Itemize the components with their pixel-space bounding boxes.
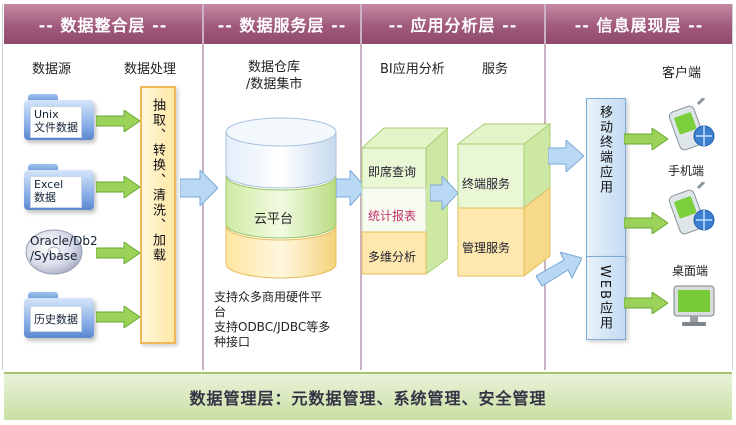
web-app-panel: WEB应用: [586, 256, 626, 340]
history-folder-icon: 历史数据: [24, 292, 98, 340]
arrow-right-icon: [96, 306, 140, 328]
arrow-right-icon: [548, 140, 584, 172]
client-label: 客户端: [662, 62, 701, 81]
unix-folder-icon: Unix 文件数据: [24, 94, 98, 142]
source-history-line1: 历史数据: [34, 313, 78, 326]
bi-item-adhoc-query: 即席查询: [368, 163, 416, 180]
header-presentation: -- 信息展现层 --: [546, 4, 732, 44]
bi-item-olap: 多维分析: [368, 248, 416, 265]
mobile-app-panel: 移动终端应用: [586, 98, 626, 258]
desktop-monitor-icon: [670, 284, 718, 328]
source-excel-line1: Excel: [34, 178, 78, 191]
divider: [2, 4, 3, 370]
etl-process-text: 抽取、转换、清洗、加载: [148, 98, 167, 263]
source-oracle-line2: /Sybase: [30, 249, 98, 264]
bi-item-statistical-report: 统计报表: [368, 207, 416, 224]
source-unix-line2: 文件数据: [34, 121, 78, 134]
service-management: 管理服务: [462, 239, 510, 256]
mobile-app-label: 移动终端应用: [595, 105, 614, 195]
arrow-right-icon: [96, 110, 140, 132]
service-terminal: 终端服务: [462, 175, 510, 192]
header-service: -- 数据服务层 --: [204, 4, 360, 44]
data-management-layer: 数据管理层：元数据管理、系统管理、安全管理: [4, 372, 732, 420]
desktop-device-label: 桌面端: [672, 262, 708, 279]
service-note: 支持众多商用硬件平 台 支持ODBC/JDBC等多 种接口: [214, 290, 330, 350]
mobile-phone-icon: [668, 182, 716, 236]
header-integration: -- 数据整合层 --: [4, 4, 202, 44]
arrow-right-icon: [96, 242, 140, 264]
arrow-right-icon: [180, 170, 218, 206]
arrow-right-icon: [624, 212, 668, 234]
cloud-platform-label: 云平台: [254, 208, 293, 227]
service-note-line: 台: [214, 305, 330, 320]
arrow-right-icon: [624, 292, 668, 314]
mobile-phone-icon: [668, 98, 716, 152]
arrow-right-icon: [624, 128, 668, 150]
etl-process-box: 抽取、转换、清洗、加载: [140, 86, 176, 344]
arrow-right-icon: [96, 176, 140, 198]
service-note-line: 支持众多商用硬件平: [214, 290, 330, 305]
source-label: 数据源: [32, 58, 71, 77]
service-note-line: 支持ODBC/JDBC等多: [214, 320, 330, 335]
web-app-label: WEB应用: [595, 265, 614, 331]
source-unix-line1: Unix: [34, 108, 78, 121]
header-analysis: -- 应用分析层 --: [362, 4, 544, 44]
divider: [732, 4, 733, 370]
arrow-right-icon: [536, 252, 582, 288]
warehouse-title-line2: /数据集市: [246, 73, 302, 92]
service-label: 服务: [482, 58, 508, 77]
process-label: 数据处理: [124, 58, 176, 77]
source-excel-line2: 数据: [34, 191, 78, 204]
excel-folder-icon: Excel 数据: [24, 164, 98, 212]
mobile-device-label: 手机端: [668, 162, 704, 179]
database-disk-icon: Oracle/Db2 /Sybase: [24, 228, 96, 276]
cloud-platform-cylinder-icon: 云平台: [222, 114, 340, 284]
service-note-line: 种接口: [214, 335, 330, 350]
arrow-right-icon: [430, 176, 458, 210]
source-oracle-line1: Oracle/Db2: [30, 234, 98, 249]
bi-analysis-label: BI应用分析: [380, 58, 445, 77]
